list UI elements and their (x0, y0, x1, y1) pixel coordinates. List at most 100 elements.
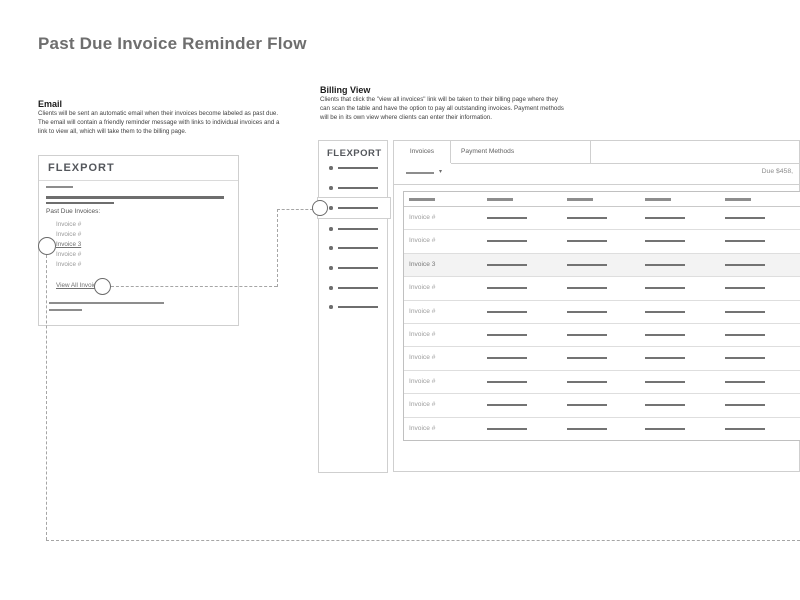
table-row-invoice-3-highlighted[interactable]: Invoice 3 (404, 253, 800, 278)
email-header-divider (39, 180, 238, 181)
bullet-icon (329, 227, 333, 231)
column-header-placeholder (487, 198, 513, 201)
bullet-icon (329, 166, 333, 170)
flexport-logo: FLEXPORT (48, 162, 115, 174)
cell-placeholder-line (725, 310, 765, 313)
email-invoice-link[interactable]: Invoice # (56, 261, 82, 268)
bullet-icon (329, 286, 333, 290)
table-header-row (404, 192, 800, 207)
cell-placeholder-line (487, 404, 527, 407)
table-row[interactable]: Invoice # (404, 230, 800, 254)
cell-placeholder-line (487, 217, 527, 219)
menu-placeholder-line (337, 305, 378, 308)
sidebar-menu-item[interactable] (329, 186, 378, 190)
filter-dropdown[interactable] (406, 172, 434, 174)
tab-invoices[interactable]: Invoices (394, 141, 451, 163)
email-invoice-link[interactable]: Invoice # (56, 221, 82, 228)
cell-placeholder-line (567, 380, 607, 383)
cell-placeholder-line (645, 310, 685, 313)
bullet-icon (329, 246, 333, 250)
cell-placeholder-line (725, 333, 765, 336)
bullet-icon (329, 206, 333, 210)
cell-placeholder-line (725, 287, 765, 290)
invoice-cell: Invoice # (409, 237, 436, 245)
text-placeholder-line (49, 309, 82, 311)
email-invoice-link[interactable]: Invoice # (56, 231, 82, 238)
sidebar-menu-item[interactable] (329, 227, 378, 231)
cell-placeholder-line (725, 263, 765, 266)
text-placeholder-line (46, 196, 224, 199)
flexport-logo: FLEXPORT (327, 148, 382, 159)
sidebar-menu-item[interactable] (329, 286, 378, 290)
menu-placeholder-line (337, 206, 378, 209)
flow-connector-horizontal (46, 540, 800, 541)
column-header-placeholder (567, 198, 593, 201)
sidebar-menu-item[interactable] (329, 166, 378, 170)
filter-divider (394, 184, 799, 185)
cell-placeholder-line (725, 380, 765, 383)
cell-placeholder-line (567, 427, 607, 430)
cell-placeholder-line (645, 240, 685, 243)
due-amount-label: Due $458, (761, 168, 793, 175)
annotation-circle-sidebar-item (312, 200, 328, 216)
bullet-icon (329, 186, 333, 190)
sidebar-menu-item-billing-selected[interactable] (329, 206, 378, 210)
menu-placeholder-line (337, 227, 378, 230)
email-invoice-link-invoice-3[interactable]: Invoice 3 (56, 241, 82, 248)
menu-placeholder-line (337, 286, 378, 289)
cell-placeholder-line (645, 427, 685, 430)
tab-payment-methods[interactable]: Payment Methods (451, 141, 591, 163)
cell-placeholder-line (487, 310, 527, 313)
invoice-cell: Invoice 3 (409, 260, 436, 268)
invoice-cell: Invoice # (409, 377, 436, 385)
billing-section-heading: Billing View (320, 85, 371, 95)
chevron-down-icon[interactable]: ▾ (439, 168, 443, 175)
text-placeholder-line (46, 186, 73, 188)
table-row[interactable]: Invoice # (404, 277, 800, 301)
flow-connector-horizontal (111, 286, 277, 287)
cell-placeholder-line (567, 287, 607, 290)
bullet-icon (329, 305, 333, 309)
cell-placeholder-line (487, 263, 527, 266)
table-row[interactable]: Invoice # (404, 371, 800, 395)
cell-placeholder-line (645, 333, 685, 336)
annotation-circle-invoice-3 (38, 237, 56, 255)
table-row[interactable]: Invoice # (404, 347, 800, 371)
menu-placeholder-line (337, 166, 378, 169)
sidebar-menu-item[interactable] (329, 266, 378, 270)
cell-placeholder-line (645, 404, 685, 407)
billing-sidebar: FLEXPORT (317, 140, 391, 473)
bullet-icon (329, 266, 333, 270)
cell-placeholder-line (645, 263, 685, 266)
cell-placeholder-line (487, 287, 527, 290)
table-row[interactable]: Invoice # (404, 207, 800, 231)
flow-connector-vertical (46, 255, 47, 540)
column-header-placeholder (645, 198, 671, 201)
email-section-heading: Email (38, 99, 63, 109)
view-all-invoices-link[interactable]: View All Invoices (56, 282, 103, 289)
table-row[interactable]: Invoice # (404, 301, 800, 324)
cell-placeholder-line (567, 333, 607, 336)
table-row[interactable]: Invoice # (404, 418, 800, 440)
annotation-circle-view-all (94, 278, 111, 295)
table-row[interactable]: Invoice # (404, 394, 800, 418)
cell-placeholder-line (725, 427, 765, 430)
invoice-table: Invoice # Invoice # Invoice 3 Invoice # … (403, 191, 800, 441)
email-wireframe: FLEXPORT Past Due Invoices: Invoice # In… (38, 155, 239, 326)
sidebar-menu-item[interactable] (329, 305, 378, 309)
table-row[interactable]: Invoice # (404, 324, 800, 348)
email-section-description: Clients will be sent an automatic email … (38, 110, 280, 135)
sidebar-menu-item[interactable] (329, 246, 378, 250)
cell-placeholder-line (567, 217, 607, 219)
cell-placeholder-line (567, 404, 607, 407)
cell-placeholder-line (645, 357, 685, 360)
invoice-cell: Invoice # (409, 401, 436, 409)
cell-placeholder-line (645, 287, 685, 290)
column-header-placeholder (725, 198, 751, 201)
billing-main-panel: Invoices Payment Methods ▾ Due $458, Inv… (393, 140, 800, 472)
invoice-cell: Invoice # (409, 307, 436, 315)
invoice-cell: Invoice # (409, 330, 436, 338)
text-placeholder-line (46, 202, 114, 204)
email-invoice-link[interactable]: Invoice # (56, 251, 82, 258)
cell-placeholder-line (567, 263, 607, 266)
